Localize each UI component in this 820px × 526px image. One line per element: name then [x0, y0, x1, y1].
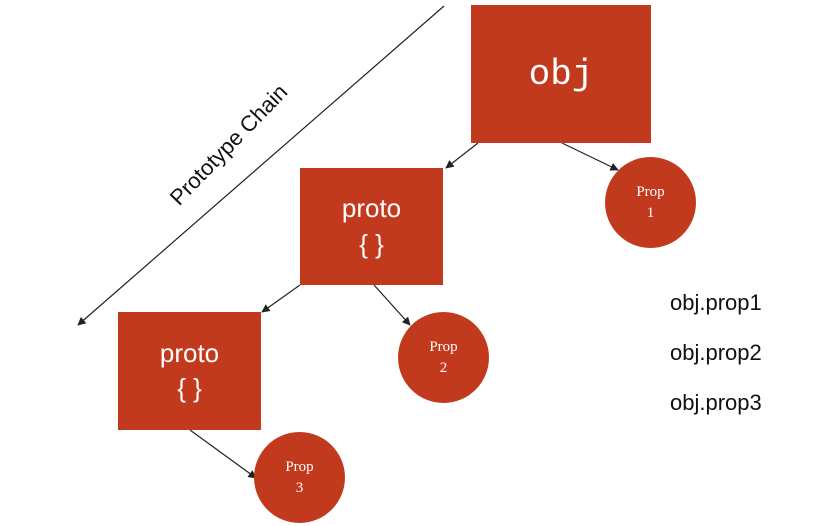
accessor-prop2: obj.prop2	[670, 340, 762, 365]
proto-node-2-braces: { }	[177, 373, 202, 403]
accessor-prop1: obj.prop1	[670, 290, 762, 315]
prop-node-1: Prop 1	[605, 157, 696, 248]
proto-node-2: proto { }	[118, 312, 261, 430]
prop-node-2: Prop 2	[398, 312, 489, 403]
obj-node-label: obj	[528, 53, 594, 95]
prototype-chain-arrow	[77, 5, 445, 326]
obj-node: obj	[471, 5, 651, 143]
prop-node-1-label: Prop	[636, 183, 665, 200]
obj-to-prop1-arrow	[561, 142, 619, 171]
prop-node-2-number: 2	[439, 359, 448, 376]
accessor-prop3: obj.prop3	[670, 390, 762, 415]
proto-node-2-label: proto	[159, 337, 220, 368]
proto1-to-prop2-arrow	[373, 284, 411, 326]
proto-node-1-label: proto	[341, 193, 402, 224]
proto-node-1-braces: { }	[359, 228, 384, 259]
prop-node-2-label: Prop	[429, 338, 458, 355]
obj-to-proto1-arrow	[445, 142, 479, 169]
proto-node-1: proto { }	[300, 168, 443, 285]
prop-node-1-number: 1	[646, 204, 655, 221]
property-access-list: obj.prop1 obj.prop2 obj.prop3	[670, 288, 762, 438]
proto2-to-prop3-arrow	[189, 429, 257, 479]
prop-node-3-number: 3	[295, 479, 304, 496]
proto1-to-proto2-arrow	[261, 284, 301, 313]
prop-node-3-label: Prop	[285, 458, 314, 475]
prop-node-3: Prop 3	[254, 432, 345, 523]
